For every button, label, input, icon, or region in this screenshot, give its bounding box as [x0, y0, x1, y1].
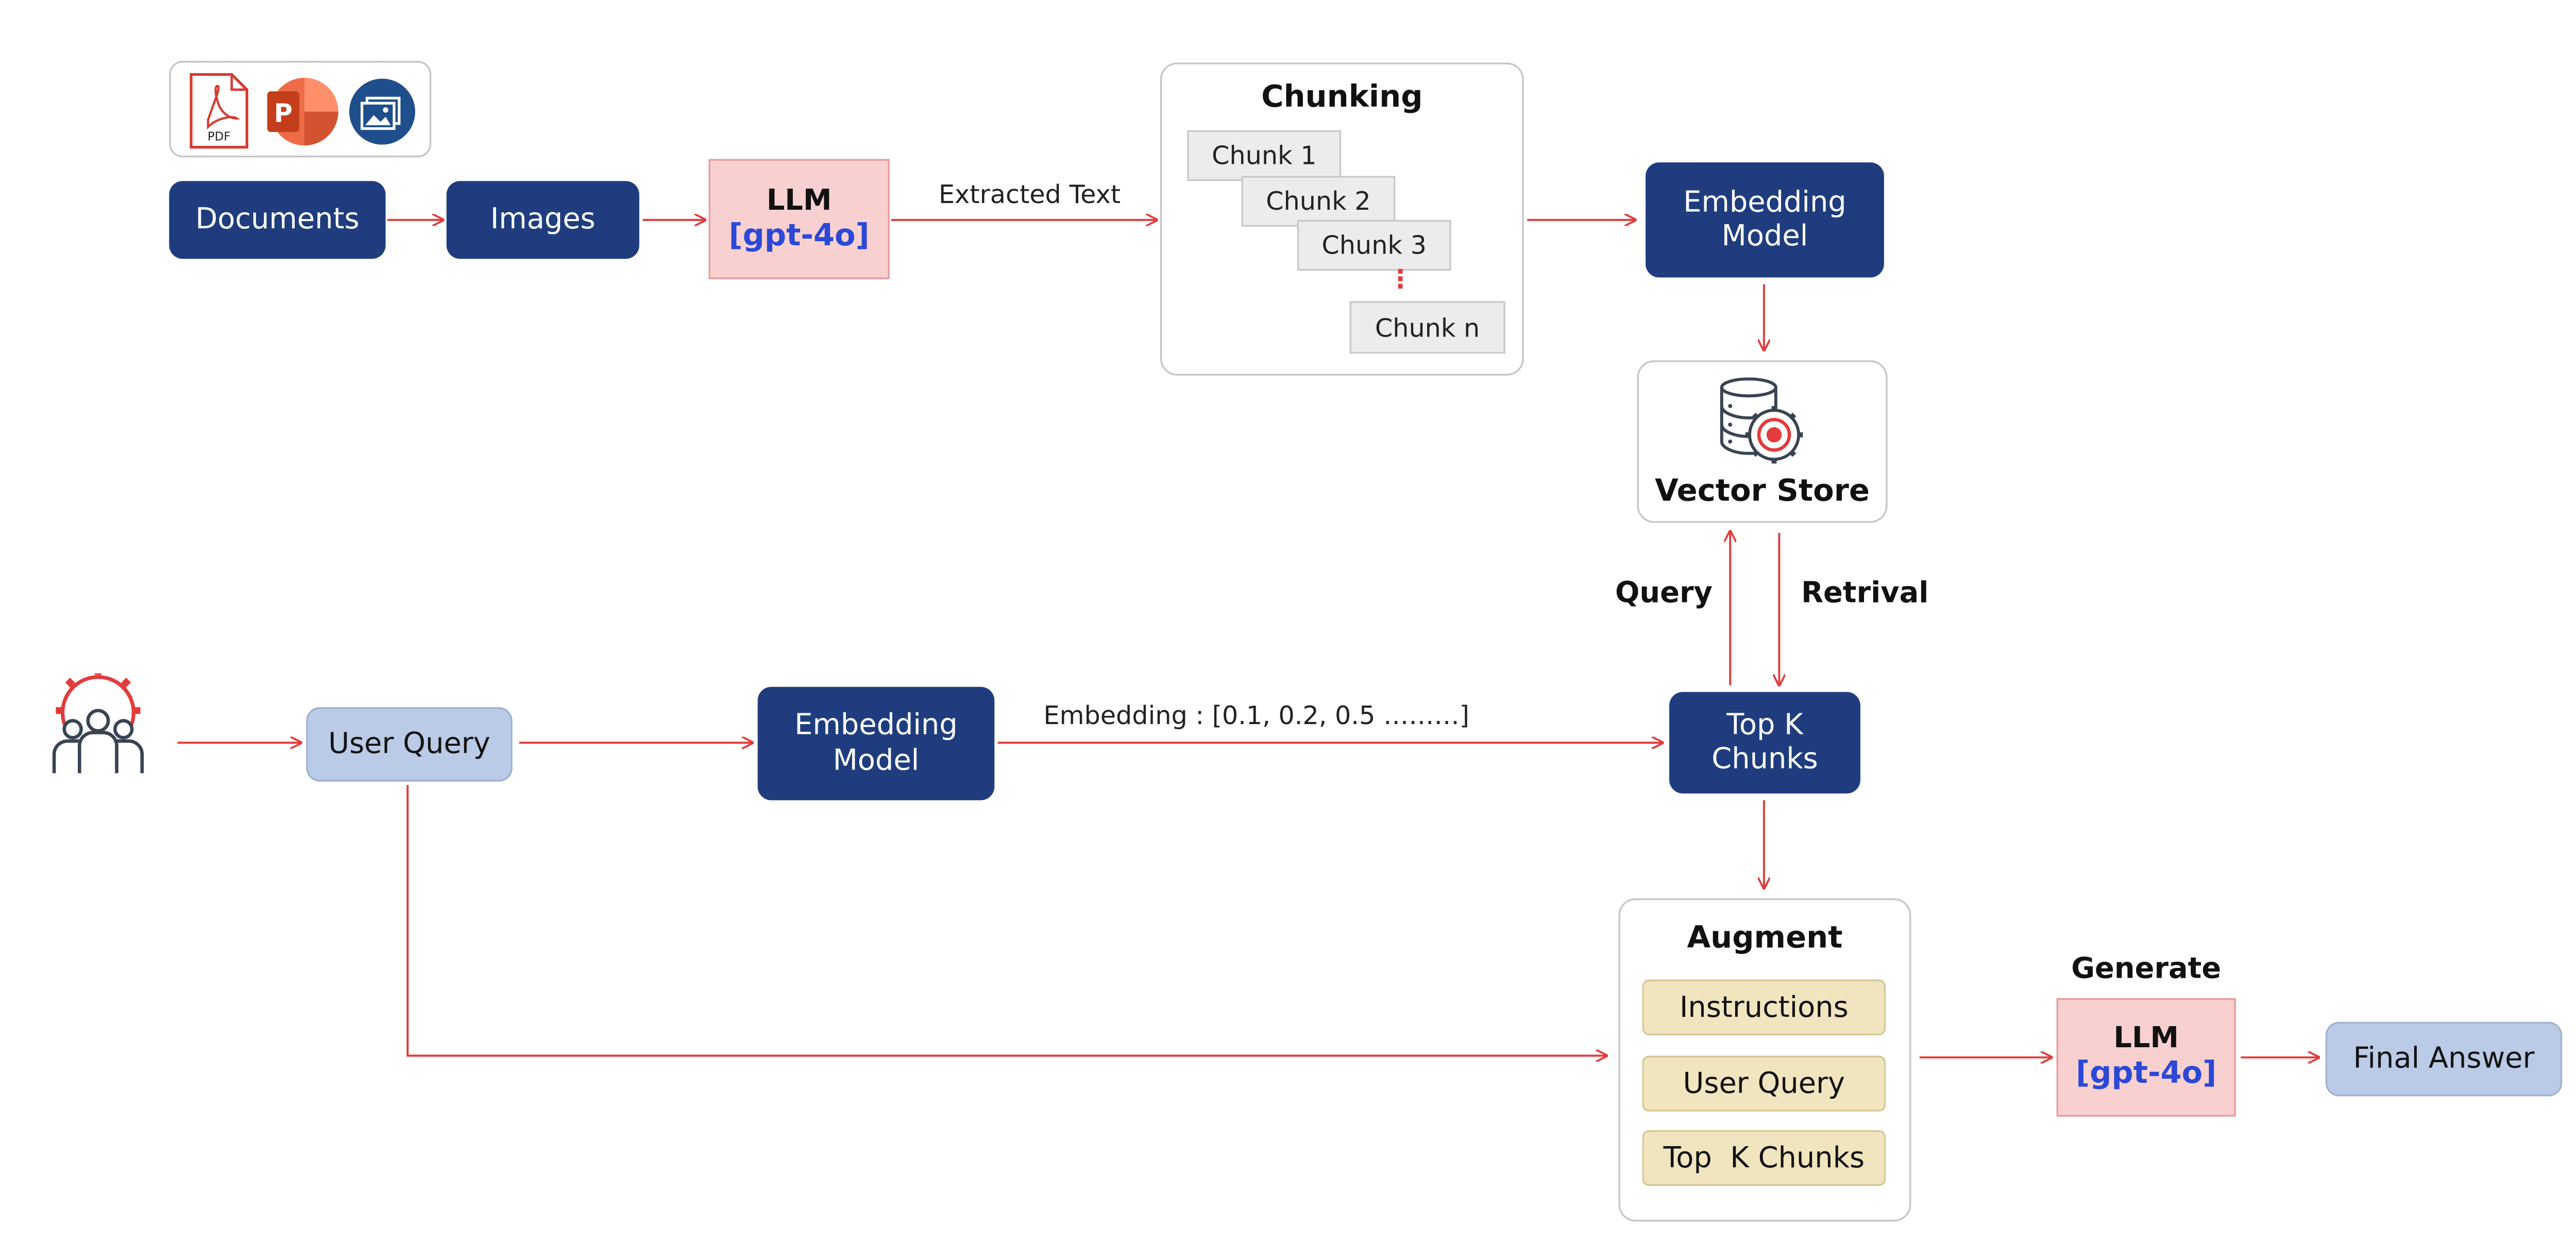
file-types-panel: PDF P [169, 61, 432, 158]
images-label: Images [490, 203, 596, 237]
llm-ingest-model: [gpt-4o] [728, 218, 870, 254]
documents-box: Documents [169, 181, 386, 259]
chunking-title: Chunking [1261, 79, 1423, 115]
chunk-ellipsis: ⋮ [1387, 264, 1413, 295]
images-box: Images [446, 181, 639, 259]
embedding-vector-label: Embedding : [0.1, 0.2, 0.5 ………] [1043, 700, 1469, 731]
llm-ingest-box: LLM [gpt-4o] [708, 159, 890, 279]
retrieval-label: Retrival [1801, 577, 1929, 611]
llm-ingest-title: LLM [766, 183, 832, 217]
augment-title: Augment [1687, 920, 1843, 956]
llm-generate-box: LLM [gpt-4o] [2056, 998, 2236, 1117]
database-gear-icon [1720, 377, 1803, 464]
embedding-model-query-box: Embedding Model [757, 686, 995, 800]
chunk-1: Chunk 1 [1187, 130, 1342, 181]
chunk-2: Chunk 2 [1241, 176, 1396, 227]
user-query-box: User Query [306, 707, 513, 782]
augment-item-top-k-chunks: Top K Chunks [1642, 1130, 1886, 1186]
embedding-model-query-label: Embedding Model [794, 709, 958, 778]
top-k-chunks-label: Top K Chunks [1711, 708, 1818, 777]
chunk-3: Chunk 3 [1297, 220, 1451, 271]
embedding-model-ingest-box: Embedding Model [1646, 162, 1884, 278]
llm-generate-model: [gpt-4o] [2076, 1056, 2217, 1092]
top-k-chunks-box: Top K Chunks [1669, 692, 1860, 794]
pdf-icon: PDF [190, 73, 248, 149]
ppt-letter: P [274, 98, 293, 128]
extracted-text-label: Extracted Text [938, 179, 1121, 210]
embedding-model-ingest-label: Embedding Model [1683, 185, 1846, 254]
powerpoint-icon: P [267, 78, 338, 146]
vector-store-title: Vector Store [1655, 474, 1870, 510]
image-icon [349, 78, 415, 145]
augment-item-instructions: Instructions [1642, 979, 1886, 1036]
generate-label: Generate [2071, 952, 2222, 986]
users-gear-icon [52, 673, 144, 774]
documents-label: Documents [195, 203, 360, 237]
final-answer-box: Final Answer [2325, 1021, 2563, 1097]
arrow-userquery-augment [406, 785, 1606, 1055]
llm-generate-title: LLM [2113, 1021, 2179, 1056]
file-types-icons: PDF P [190, 73, 415, 149]
augment-item-user-query: User Query [1642, 1055, 1886, 1112]
chunk-n: Chunk n [1349, 301, 1505, 354]
user-query-label: User Query [328, 727, 490, 761]
final-answer-label: Final Answer [2353, 1042, 2535, 1076]
query-label: Query [1615, 577, 1713, 611]
pdf-icon-label: PDF [208, 130, 231, 143]
